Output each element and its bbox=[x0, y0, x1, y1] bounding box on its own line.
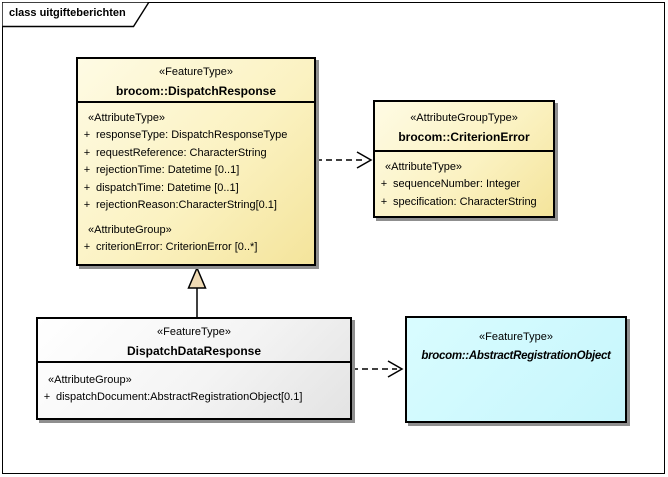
attribute-row: + dispatchTime: Datetime [0..1] bbox=[78, 180, 314, 198]
attribute-text: responseType: DispatchResponseType bbox=[96, 129, 288, 141]
class-header: «FeatureType» DispatchDataResponse bbox=[38, 319, 350, 363]
class-attributes: «AttributeGroup» + dispatchDocument:Abst… bbox=[38, 363, 350, 407]
class-header: «FeatureType» brocom::DispatchResponse bbox=[78, 59, 314, 103]
attribute-row: + criterionError: CriterionError [0..*] bbox=[78, 239, 314, 257]
stereotype-label: «FeatureType» bbox=[479, 331, 553, 343]
visibility-symbol: + bbox=[380, 178, 388, 190]
section-header: «AttributeType» bbox=[88, 112, 166, 124]
section-header: «AttributeGroup» bbox=[48, 374, 132, 386]
stereotype-label: «AttributeGroupType» bbox=[410, 112, 518, 124]
attribute-section: «AttributeType» + sequenceNumber: Intege… bbox=[375, 159, 553, 211]
attribute-row: + sequenceNumber: Integer bbox=[375, 176, 553, 194]
class-attributes: «AttributeType» + responseType: Dispatch… bbox=[78, 103, 314, 256]
section-header: «AttributeType» bbox=[385, 161, 463, 173]
attribute-row: + responseType: DispatchResponseType bbox=[78, 127, 314, 145]
stereotype-label: «FeatureType» bbox=[157, 326, 231, 338]
frame-tab-shape bbox=[2, 2, 150, 28]
attribute-text: specification: CharacterString bbox=[393, 195, 537, 208]
class-attributes: «AttributeType» + sequenceNumber: Intege… bbox=[375, 152, 553, 211]
class-dispatch-response[interactable]: «FeatureType» brocom::DispatchResponse «… bbox=[76, 57, 316, 266]
class-name: DispatchDataResponse bbox=[126, 344, 262, 358]
visibility-symbol: + bbox=[43, 391, 51, 403]
visibility-symbol: + bbox=[83, 181, 91, 194]
generalization-arrow-dispatchdataresponse-to-dispatchresponse[interactable] bbox=[187, 266, 207, 317]
attribute-section: «AttributeGroup» + dispatchDocument:Abst… bbox=[38, 372, 350, 407]
attribute-row: + dispatchDocument:AbstractRegistrationO… bbox=[38, 389, 350, 407]
dependency-arrow-dispatchdataresponse-to-abstractregistrationobject[interactable] bbox=[352, 360, 404, 378]
class-name: brocom::CriterionError bbox=[398, 130, 530, 144]
class-name: brocom::AbstractRegistrationObject bbox=[421, 350, 611, 362]
visibility-symbol: + bbox=[83, 240, 91, 253]
stereotype-label: «FeatureType» bbox=[159, 66, 233, 78]
attribute-section: «AttributeType» + responseType: Dispatch… bbox=[78, 110, 314, 215]
visibility-symbol: + bbox=[83, 199, 91, 211]
class-header: «AttributeGroupType» brocom::CriterionEr… bbox=[375, 102, 553, 152]
attribute-row: + requestReference: CharacterString bbox=[78, 145, 314, 163]
class-criterion-error[interactable]: «AttributeGroupType» brocom::CriterionEr… bbox=[373, 100, 555, 218]
attribute-text: dispatchDocument:AbstractRegistrationObj… bbox=[56, 391, 303, 403]
visibility-symbol: + bbox=[83, 129, 91, 141]
attribute-text: criterionError: CriterionError [0..*] bbox=[96, 240, 258, 253]
attribute-section: «AttributeGroup» + criterionError: Crite… bbox=[78, 222, 314, 257]
attribute-text: rejectionTime: Datetime [0..1] bbox=[96, 164, 240, 176]
dependency-arrow-dispatchresponse-to-criterionerror[interactable] bbox=[316, 151, 373, 169]
visibility-symbol: + bbox=[83, 146, 91, 159]
section-header: «AttributeGroup» bbox=[88, 223, 172, 236]
attribute-text: dispatchTime: Datetime [0..1] bbox=[96, 181, 239, 194]
class-name: brocom::DispatchResponse bbox=[115, 84, 277, 98]
attribute-text: rejectionReason:CharacterString[0.1] bbox=[96, 199, 277, 211]
attribute-text: requestReference: CharacterString bbox=[96, 146, 267, 159]
attribute-row: + rejectionTime: Datetime [0..1] bbox=[78, 162, 314, 180]
visibility-symbol: + bbox=[83, 164, 91, 176]
class-abstract-registration-object[interactable]: «FeatureType» brocom::AbstractRegistrati… bbox=[405, 316, 627, 423]
diagram-title: class uitgifteberichten bbox=[9, 7, 126, 19]
class-dispatch-data-response[interactable]: «FeatureType» DispatchDataResponse «Attr… bbox=[36, 317, 352, 420]
visibility-symbol: + bbox=[380, 195, 388, 208]
attribute-text: sequenceNumber: Integer bbox=[393, 178, 521, 190]
attribute-row: + rejectionReason:CharacterString[0.1] bbox=[78, 197, 314, 215]
attribute-row: + specification: CharacterString bbox=[375, 194, 553, 212]
